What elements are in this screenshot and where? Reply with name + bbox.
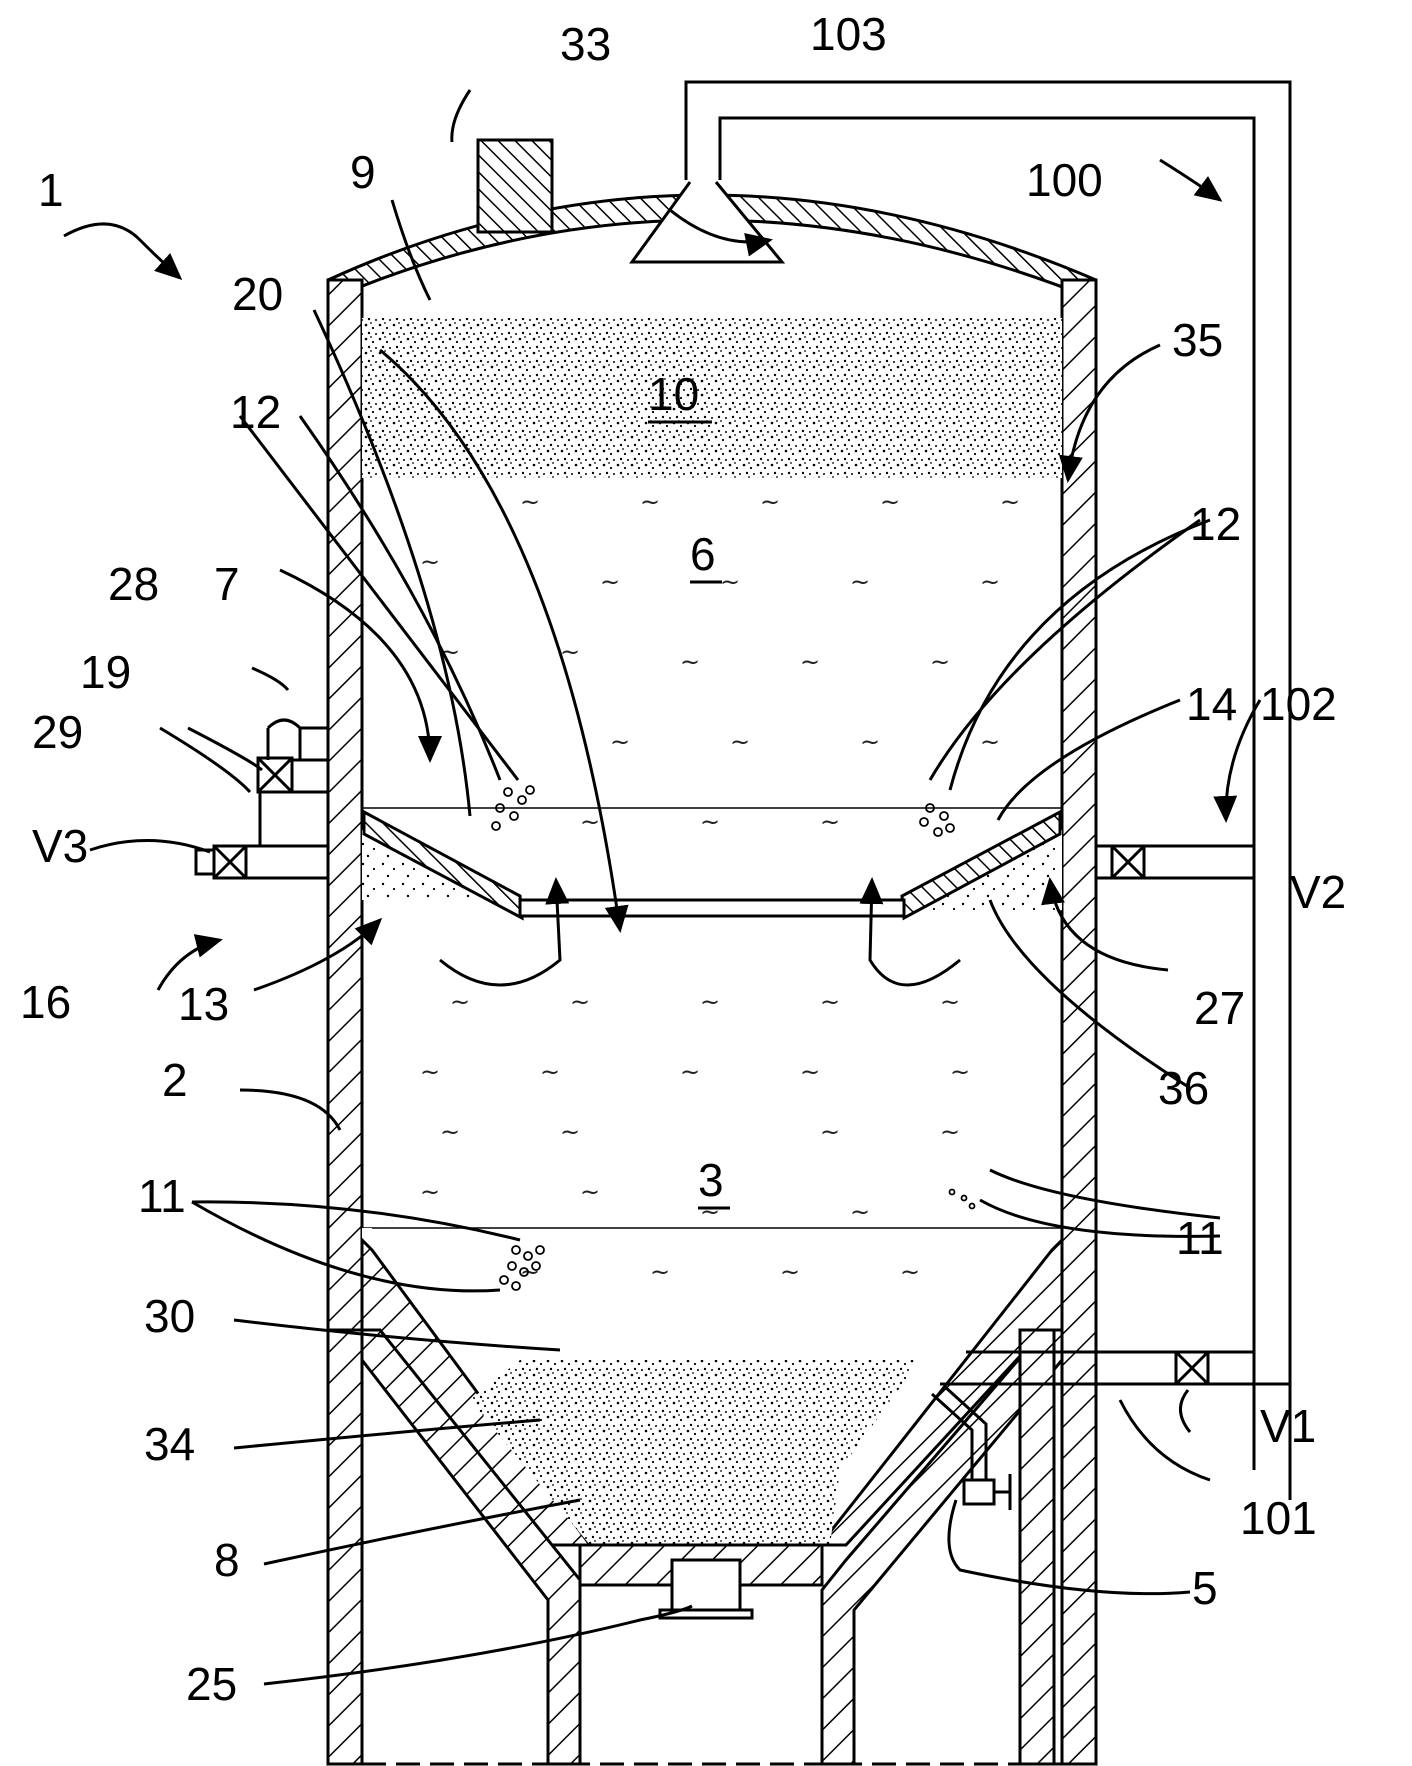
svg-text:~: ~	[520, 488, 540, 516]
label-28: 28	[108, 558, 159, 610]
right-wall	[1062, 280, 1096, 1764]
svg-text:~: ~	[850, 1198, 870, 1226]
svg-text:~: ~	[640, 488, 660, 516]
right-baffle	[900, 812, 1062, 918]
label-14: 14	[1186, 678, 1237, 730]
label-16: 16	[20, 976, 71, 1028]
label-12-left: 12	[230, 386, 281, 438]
svg-text:~: ~	[760, 488, 780, 516]
svg-text:~: ~	[850, 568, 870, 596]
label-101: 101	[1240, 1492, 1317, 1544]
svg-text:~: ~	[880, 488, 900, 516]
gas-bubbles	[492, 786, 975, 1290]
label-13: 13	[178, 978, 229, 1030]
label-34: 34	[144, 1418, 195, 1470]
label-11-right: 11	[1176, 1212, 1224, 1264]
label-V2: V2	[1290, 866, 1346, 918]
svg-text:~: ~	[650, 1258, 670, 1286]
label-25: 25	[186, 1658, 237, 1710]
lower-liquid: ~~~~~ ~~~~~ ~~~~ ~~~~ ~~~~	[420, 988, 970, 1286]
label-100: 100	[1026, 154, 1103, 206]
svg-text:~: ~	[780, 1258, 800, 1286]
gas-cap-box	[478, 140, 552, 232]
svg-text:~: ~	[950, 1058, 970, 1086]
svg-text:~: ~	[680, 1058, 700, 1086]
svg-text:~: ~	[420, 1178, 440, 1206]
label-33: 33	[560, 18, 611, 70]
label-1: 1	[38, 164, 64, 216]
label-3: 3	[698, 1154, 724, 1206]
label-V1: V1	[1260, 1400, 1316, 1452]
svg-text:~: ~	[680, 648, 700, 676]
svg-text:~: ~	[930, 648, 950, 676]
label-103: 103	[810, 8, 887, 60]
label-7: 7	[214, 558, 240, 610]
label-9: 9	[350, 146, 376, 198]
svg-text:~: ~	[940, 1118, 960, 1146]
svg-text:~: ~	[600, 568, 620, 596]
label-10: 10	[648, 368, 699, 420]
svg-text:~: ~	[820, 808, 840, 836]
svg-text:~: ~	[980, 568, 1000, 596]
label-27: 27	[1194, 982, 1245, 1034]
left-baffle	[362, 812, 522, 918]
recirculation-pipe	[632, 82, 1290, 1500]
svg-text:~: ~	[570, 988, 590, 1016]
svg-text:~: ~	[440, 1118, 460, 1146]
label-30: 30	[144, 1290, 195, 1342]
upper-liquid: ~~~~~ ~~~~~ ~~~~~ ~~~~~ ~~~	[420, 488, 1020, 836]
svg-text:~: ~	[700, 988, 720, 1016]
label-12-right: 12	[1190, 498, 1241, 550]
svg-text:~: ~	[720, 568, 740, 596]
svg-text:~: ~	[420, 548, 440, 576]
foam-layer	[362, 318, 1062, 478]
svg-text:~: ~	[730, 728, 750, 756]
svg-text:~: ~	[580, 808, 600, 836]
label-2: 2	[162, 1054, 188, 1106]
right-inlet-piping	[1096, 846, 1254, 878]
svg-text:~: ~	[820, 1118, 840, 1146]
svg-text:~: ~	[820, 988, 840, 1016]
label-6: 6	[690, 528, 716, 580]
label-19: 19	[80, 646, 131, 698]
svg-text:~: ~	[940, 988, 960, 1016]
svg-text:~: ~	[420, 1058, 440, 1086]
label-5: 5	[1192, 1562, 1218, 1614]
svg-text:~: ~	[610, 728, 630, 756]
svg-text:~: ~	[700, 808, 720, 836]
svg-text:~: ~	[800, 1058, 820, 1086]
svg-text:~: ~	[450, 988, 470, 1016]
svg-text:~: ~	[580, 1178, 600, 1206]
svg-text:~: ~	[900, 1258, 920, 1286]
label-20: 20	[232, 268, 283, 320]
label-36: 36	[1158, 1062, 1209, 1114]
svg-text:~: ~	[860, 728, 880, 756]
label-11-left: 11	[138, 1170, 186, 1222]
label-35: 35	[1172, 314, 1223, 366]
svg-text:~: ~	[560, 1118, 580, 1146]
label-8: 8	[214, 1534, 240, 1586]
conical-bottom	[362, 1228, 1062, 1560]
svg-text:~: ~	[540, 1058, 560, 1086]
svg-text:~: ~	[800, 648, 820, 676]
svg-text:~: ~	[1000, 488, 1020, 516]
svg-text:~: ~	[980, 728, 1000, 756]
label-29: 29	[32, 706, 83, 758]
label-V3: V3	[32, 820, 88, 872]
central-plate	[520, 900, 904, 916]
label-102: 102	[1260, 678, 1337, 730]
